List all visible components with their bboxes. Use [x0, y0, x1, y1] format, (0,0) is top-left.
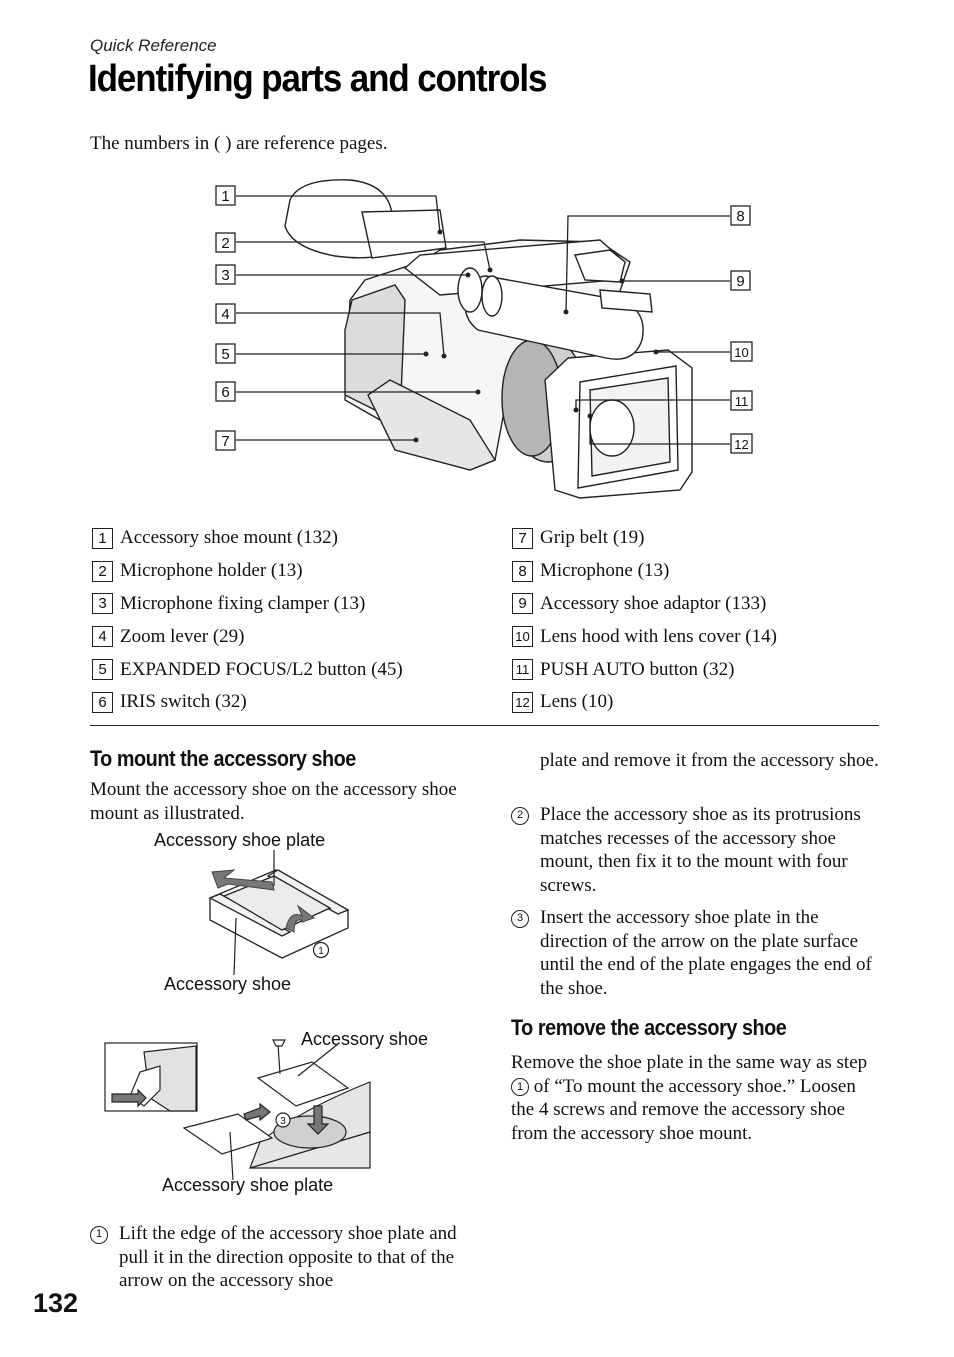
- callout-10: 10: [734, 345, 748, 360]
- step-marker: 3: [511, 910, 529, 928]
- fig2-bottom-label: Accessory shoe plate: [162, 1175, 334, 1195]
- fig2-top-label: Accessory shoe: [301, 1029, 429, 1049]
- callout-4: 4: [221, 306, 229, 323]
- callout-3: 3: [221, 267, 229, 284]
- callout-12: 12: [734, 437, 748, 452]
- mount-step-1: 1 Lift the edge of the accessory shoe pl…: [90, 1222, 464, 1293]
- mount-step-1-continued: plate and remove it from the accessory s…: [540, 750, 879, 771]
- intro-text: The numbers in ( ) are reference pages.: [90, 133, 388, 154]
- callout-11: 11: [735, 394, 749, 409]
- callout-6: 6: [221, 384, 229, 401]
- fig2-step-marker: 3: [280, 1116, 286, 1127]
- shoe-removal-figure: 1: [208, 850, 350, 975]
- section-label: Quick Reference: [90, 36, 217, 55]
- fig1-step-marker: 1: [318, 946, 324, 957]
- mount-step-2: 2 Place the accessory shoe as its protru…: [511, 803, 880, 897]
- callout-5: 5: [221, 346, 229, 363]
- mount-intro: Mount the accessory shoe on the accessor…: [90, 779, 457, 824]
- step-marker: 2: [511, 807, 529, 825]
- fig1-bottom-label: Accessory shoe: [164, 974, 292, 994]
- page-title: Identifying parts and controls: [88, 58, 547, 100]
- callout-2: 2: [221, 235, 229, 252]
- section-divider: [90, 725, 879, 726]
- callout-1: 1: [221, 188, 229, 205]
- callout-9: 9: [736, 273, 744, 290]
- mount-heading: To mount the accessory shoe: [90, 746, 356, 771]
- page-number: 132: [33, 1288, 79, 1318]
- step-marker: 1: [90, 1226, 108, 1244]
- remove-heading: To remove the accessory shoe: [511, 1015, 787, 1040]
- remove-text: Remove the shoe plate in the same way as…: [511, 1052, 868, 1144]
- camcorder-figure: 1 2 3 4 5 6 7 8 9 10 11 12: [215, 179, 753, 499]
- callout-7: 7: [221, 433, 229, 450]
- callout-8: 8: [736, 208, 744, 225]
- shoe-install-figure: 3: [104, 1039, 371, 1180]
- step-ref-marker: 1: [511, 1078, 529, 1097]
- fig1-top-label: Accessory shoe plate: [154, 830, 326, 850]
- mount-step-3: 3 Insert the accessory shoe plate in the…: [511, 906, 880, 1000]
